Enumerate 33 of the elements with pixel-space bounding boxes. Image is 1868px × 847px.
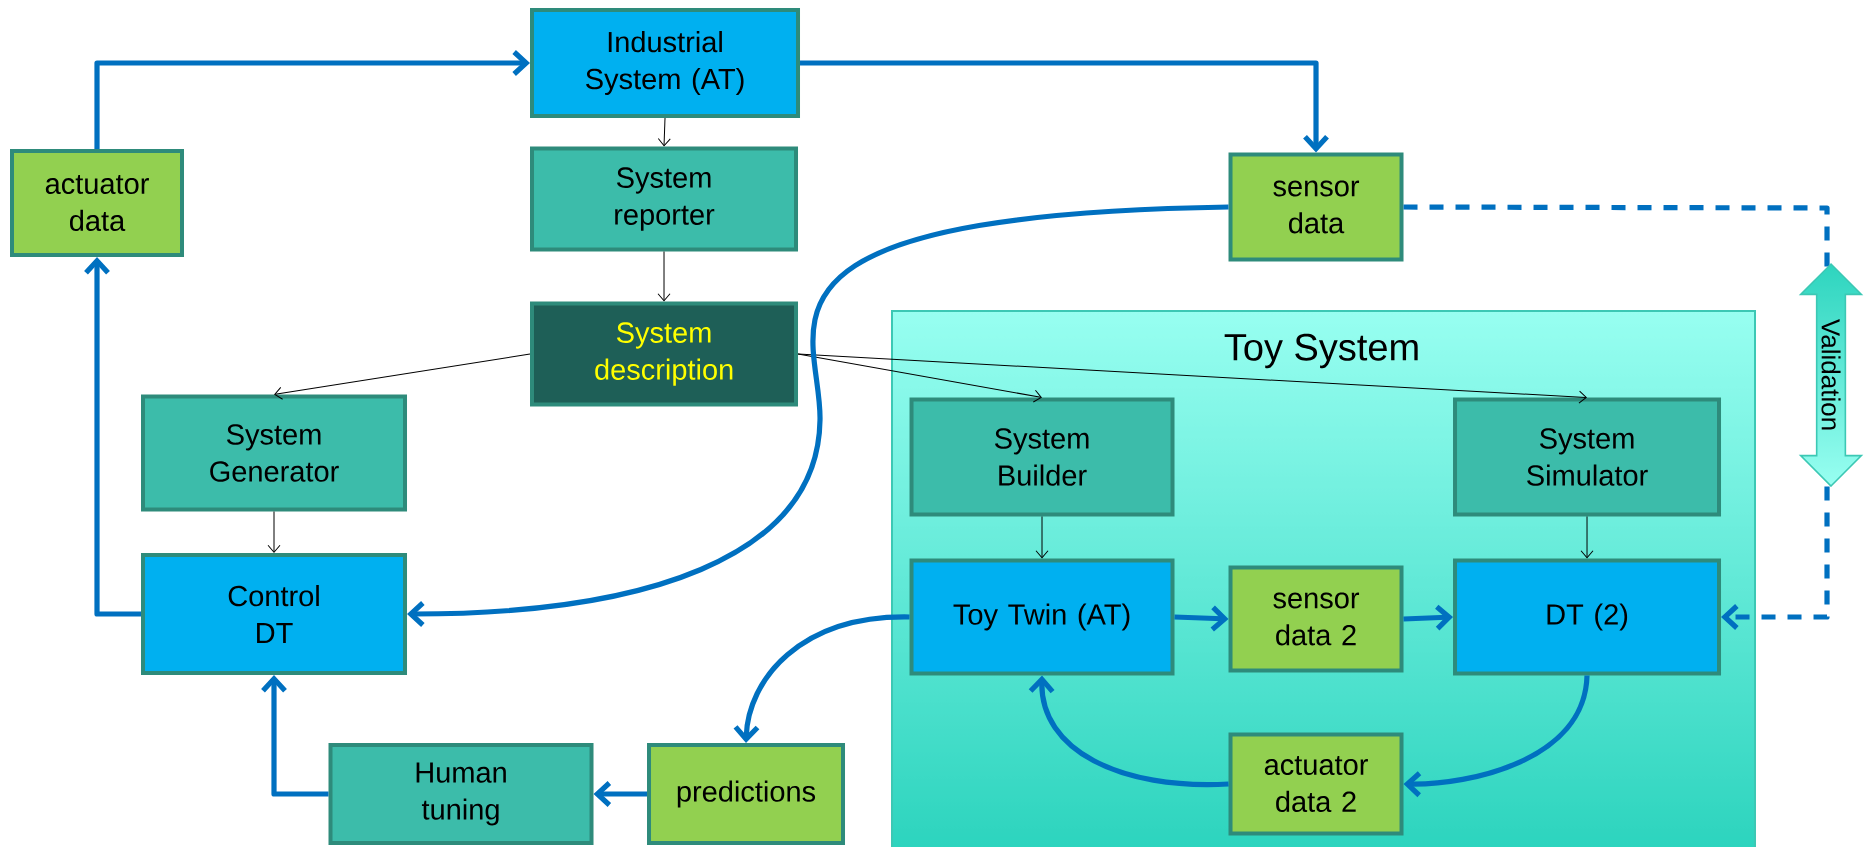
process-box: Human tuning	[328, 743, 594, 845]
arrow	[797, 353, 1587, 404]
arrow	[1403, 604, 1453, 631]
arrow	[84, 257, 141, 617]
process-box: System description	[530, 301, 798, 407]
process-box: System reporter	[530, 146, 798, 252]
arrow	[261, 675, 329, 797]
arrow	[1028, 675, 1229, 788]
arrow	[274, 353, 531, 400]
arrow	[800, 60, 1329, 153]
arrow	[657, 117, 671, 147]
process-box: Toy Twin (AT)	[909, 558, 1175, 676]
data-box: sensor data	[1228, 152, 1404, 262]
arrow	[407, 204, 1229, 627]
process-box: DT (2)	[1453, 558, 1721, 676]
arrow	[1035, 516, 1049, 559]
data-box: sensor data 2	[1228, 565, 1404, 673]
arrow	[94, 50, 530, 149]
arrow	[267, 511, 281, 553]
data-box: actuator data 2	[1228, 732, 1404, 836]
arrow	[1174, 605, 1229, 632]
arrow	[733, 614, 910, 743]
arrow	[657, 251, 671, 302]
data-box: actuator data	[10, 149, 184, 257]
data-box: predictions	[647, 743, 845, 845]
process-box: System Generator	[141, 394, 407, 512]
process-box: Industrial System (AT)	[530, 8, 800, 118]
process-box: System Builder	[909, 397, 1175, 517]
process-box: System Simulator	[1453, 397, 1721, 517]
arrow	[593, 781, 647, 807]
process-box: Control DT	[141, 553, 407, 675]
arrow	[1403, 675, 1590, 798]
arrow	[1580, 516, 1594, 559]
